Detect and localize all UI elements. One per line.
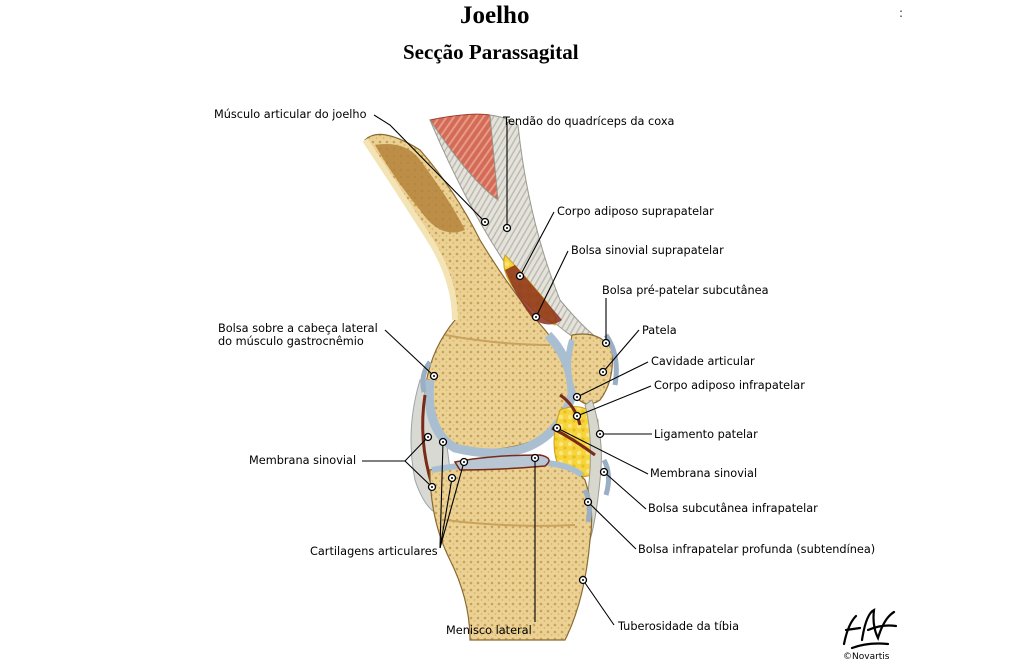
label-membrana-sinovial-left: Membrana sinovial (249, 454, 357, 467)
label-bolsa-gastrocnemio: Bolsa sobre a cabeça lateral do músculo … (218, 322, 378, 348)
leader-membrana-sinovial-left-2 (404, 460, 433, 488)
leader-membrana-sinovial-right (556, 427, 649, 475)
gastrocnemius-bursa (420, 360, 433, 393)
leader-musculo-articular (373, 114, 486, 223)
label-menisco-lateral: Menisco lateral (446, 624, 532, 637)
netter-signature (842, 608, 898, 650)
leader-cavidade-articular (576, 361, 649, 398)
label-cartilagens-articulares: Cartilagens articulares (310, 545, 438, 558)
label-patela: Patela (642, 324, 677, 337)
synovial-line-posterior (421, 394, 434, 486)
epiphyseal-line (444, 334, 551, 346)
leader-bolsa-infra-profunda (587, 501, 637, 550)
corner-mark: : (899, 6, 904, 20)
label-bolsa-subcutanea-infrapatelar: Bolsa subcutânea infrapatelar (648, 502, 818, 515)
leader-bolsa-sinovial-supra (535, 250, 569, 318)
leader-corpo-adiposo-supra (519, 211, 555, 277)
leader-bolsa-gastrocnemio (384, 329, 435, 377)
label-corpo-adiposo-suprapatelar: Corpo adiposo suprapatelar (557, 205, 714, 218)
label-bolsa-sinovial-suprapatelar: Bolsa sinovial suprapatelar (571, 244, 724, 257)
leader-cartilagens-2 (439, 477, 453, 549)
label-bolsa-infrapatelar-profunda: Bolsa infrapatelar profunda (subtendínea… (638, 543, 876, 556)
leader-cartilagens-3 (439, 461, 465, 549)
label-tendao-quadriceps: Tendão do quadríceps da coxa (503, 115, 675, 128)
leader-patela (602, 329, 640, 373)
leader-corpo-adiposo-infra (576, 385, 652, 417)
subcutaneous-infrapatellar-bursa (601, 458, 612, 496)
label-bolsa-pre-patelar: Bolsa pré-patelar subcutânea (602, 284, 769, 297)
label-ligamento-patelar: Ligamento patelar (654, 428, 758, 441)
leader-lines (362, 114, 652, 626)
lateral-meniscus (453, 454, 550, 471)
femur-cortex (362, 138, 458, 321)
label-musculo-articular: Músculo articular do joelho (214, 108, 367, 121)
label-cavidade-articular: Cavidade articular (651, 355, 755, 368)
diagram-title: Joelho (460, 2, 530, 29)
copyright-text: ©Novartis (843, 652, 890, 662)
label-membrana-sinovial-right: Membrana sinovial (650, 467, 758, 480)
patella-cartilage (565, 339, 578, 400)
femur-marrow (375, 144, 465, 233)
leader-bolsa-subcutanea-infra (603, 471, 647, 510)
tibia (429, 461, 593, 641)
diagram-subtitle: Secção Parassagital (403, 40, 579, 64)
leader-tuberosidade (582, 579, 615, 626)
marker-dots (427, 221, 607, 581)
label-corpo-adiposo-infrapatelar: Corpo adiposo infrapatelar (654, 379, 805, 392)
label-tuberosidade-tibia: Tuberosidade da tíbia (618, 620, 740, 633)
joint-cavity-line (559, 393, 582, 426)
tibial-epiphyseal-line (444, 519, 576, 527)
leader-cartilagens-1 (439, 441, 444, 549)
